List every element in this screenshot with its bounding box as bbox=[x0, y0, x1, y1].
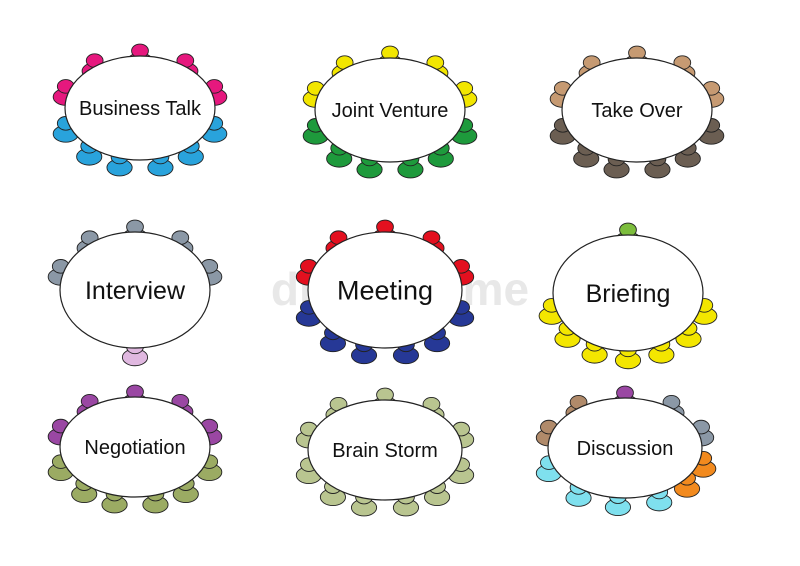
table-briefing: Briefing bbox=[538, 222, 718, 370]
table-take-over: Take Over bbox=[549, 45, 725, 179]
table-label: Meeting bbox=[337, 275, 433, 305]
table-interview: Interview bbox=[47, 219, 223, 367]
table-label: Business Talk bbox=[79, 98, 202, 120]
table-ellipse bbox=[307, 399, 463, 501]
table-ellipse bbox=[59, 396, 211, 498]
table-business-talk: Business Talk bbox=[52, 43, 228, 177]
table-label: Take Over bbox=[591, 100, 682, 122]
table-label: Discussion bbox=[577, 438, 674, 460]
table-joint-venture: Joint Venture bbox=[302, 45, 478, 179]
table-label: Briefing bbox=[586, 280, 671, 308]
table-label: Negotiation bbox=[84, 437, 185, 459]
table-ellipse bbox=[59, 231, 211, 349]
table-negotiation: Negotiation bbox=[47, 384, 223, 514]
table-ellipse bbox=[64, 55, 216, 161]
table-ellipse bbox=[561, 57, 713, 163]
table-ellipse bbox=[314, 57, 466, 163]
table-label: Brain Storm bbox=[332, 440, 438, 462]
table-label: Interview bbox=[85, 277, 186, 305]
table-meeting: Meeting bbox=[295, 219, 475, 365]
table-ellipse bbox=[547, 397, 703, 499]
table-ellipse bbox=[552, 234, 704, 352]
table-ellipse bbox=[307, 231, 463, 349]
table-discussion: Discussion bbox=[535, 385, 717, 517]
table-brain-storm: Brain Storm bbox=[295, 387, 475, 517]
tables-grid: Business Talk Joint Venture Take OverInter… bbox=[47, 43, 725, 517]
table-label: Joint Venture bbox=[332, 100, 449, 122]
